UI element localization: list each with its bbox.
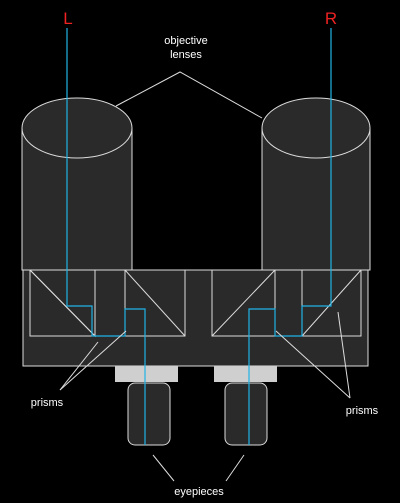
right-eyepiece-collar — [214, 366, 277, 382]
prisms-right-label: prisms — [346, 405, 379, 417]
right-side-label: R — [325, 9, 337, 28]
objective-label-line1: objective — [164, 35, 207, 47]
right-light-path — [248, 28, 332, 445]
left-objective-lens — [21, 97, 133, 271]
right-inner-prism — [211, 269, 276, 337]
prism-housing — [22, 269, 369, 367]
eyepieces-pointer-1 — [152, 454, 175, 482]
prisms-left-pointer-2 — [59, 330, 127, 391]
right-objective-lens — [261, 97, 371, 271]
objective-label-line2: lenses — [170, 49, 202, 61]
eyepieces-pointer-2 — [225, 454, 245, 482]
prisms-left-label: prisms — [31, 397, 64, 409]
left-eyepiece — [127, 382, 171, 446]
left-inner-prism — [124, 269, 186, 337]
left-light-path — [66, 28, 146, 445]
prisms-left-pointer-1 — [59, 341, 99, 391]
right-eyepiece — [224, 382, 268, 446]
eyepieces-label: eyepieces — [174, 486, 224, 498]
prisms-right-pointer-2 — [275, 330, 351, 399]
prisms-right-pointer-1 — [337, 311, 351, 399]
left-eyepiece-collar — [115, 366, 178, 382]
left-side-label: L — [63, 9, 72, 28]
left-outer-prism — [28, 269, 96, 338]
objective-pointer-lines — [115, 71, 263, 119]
